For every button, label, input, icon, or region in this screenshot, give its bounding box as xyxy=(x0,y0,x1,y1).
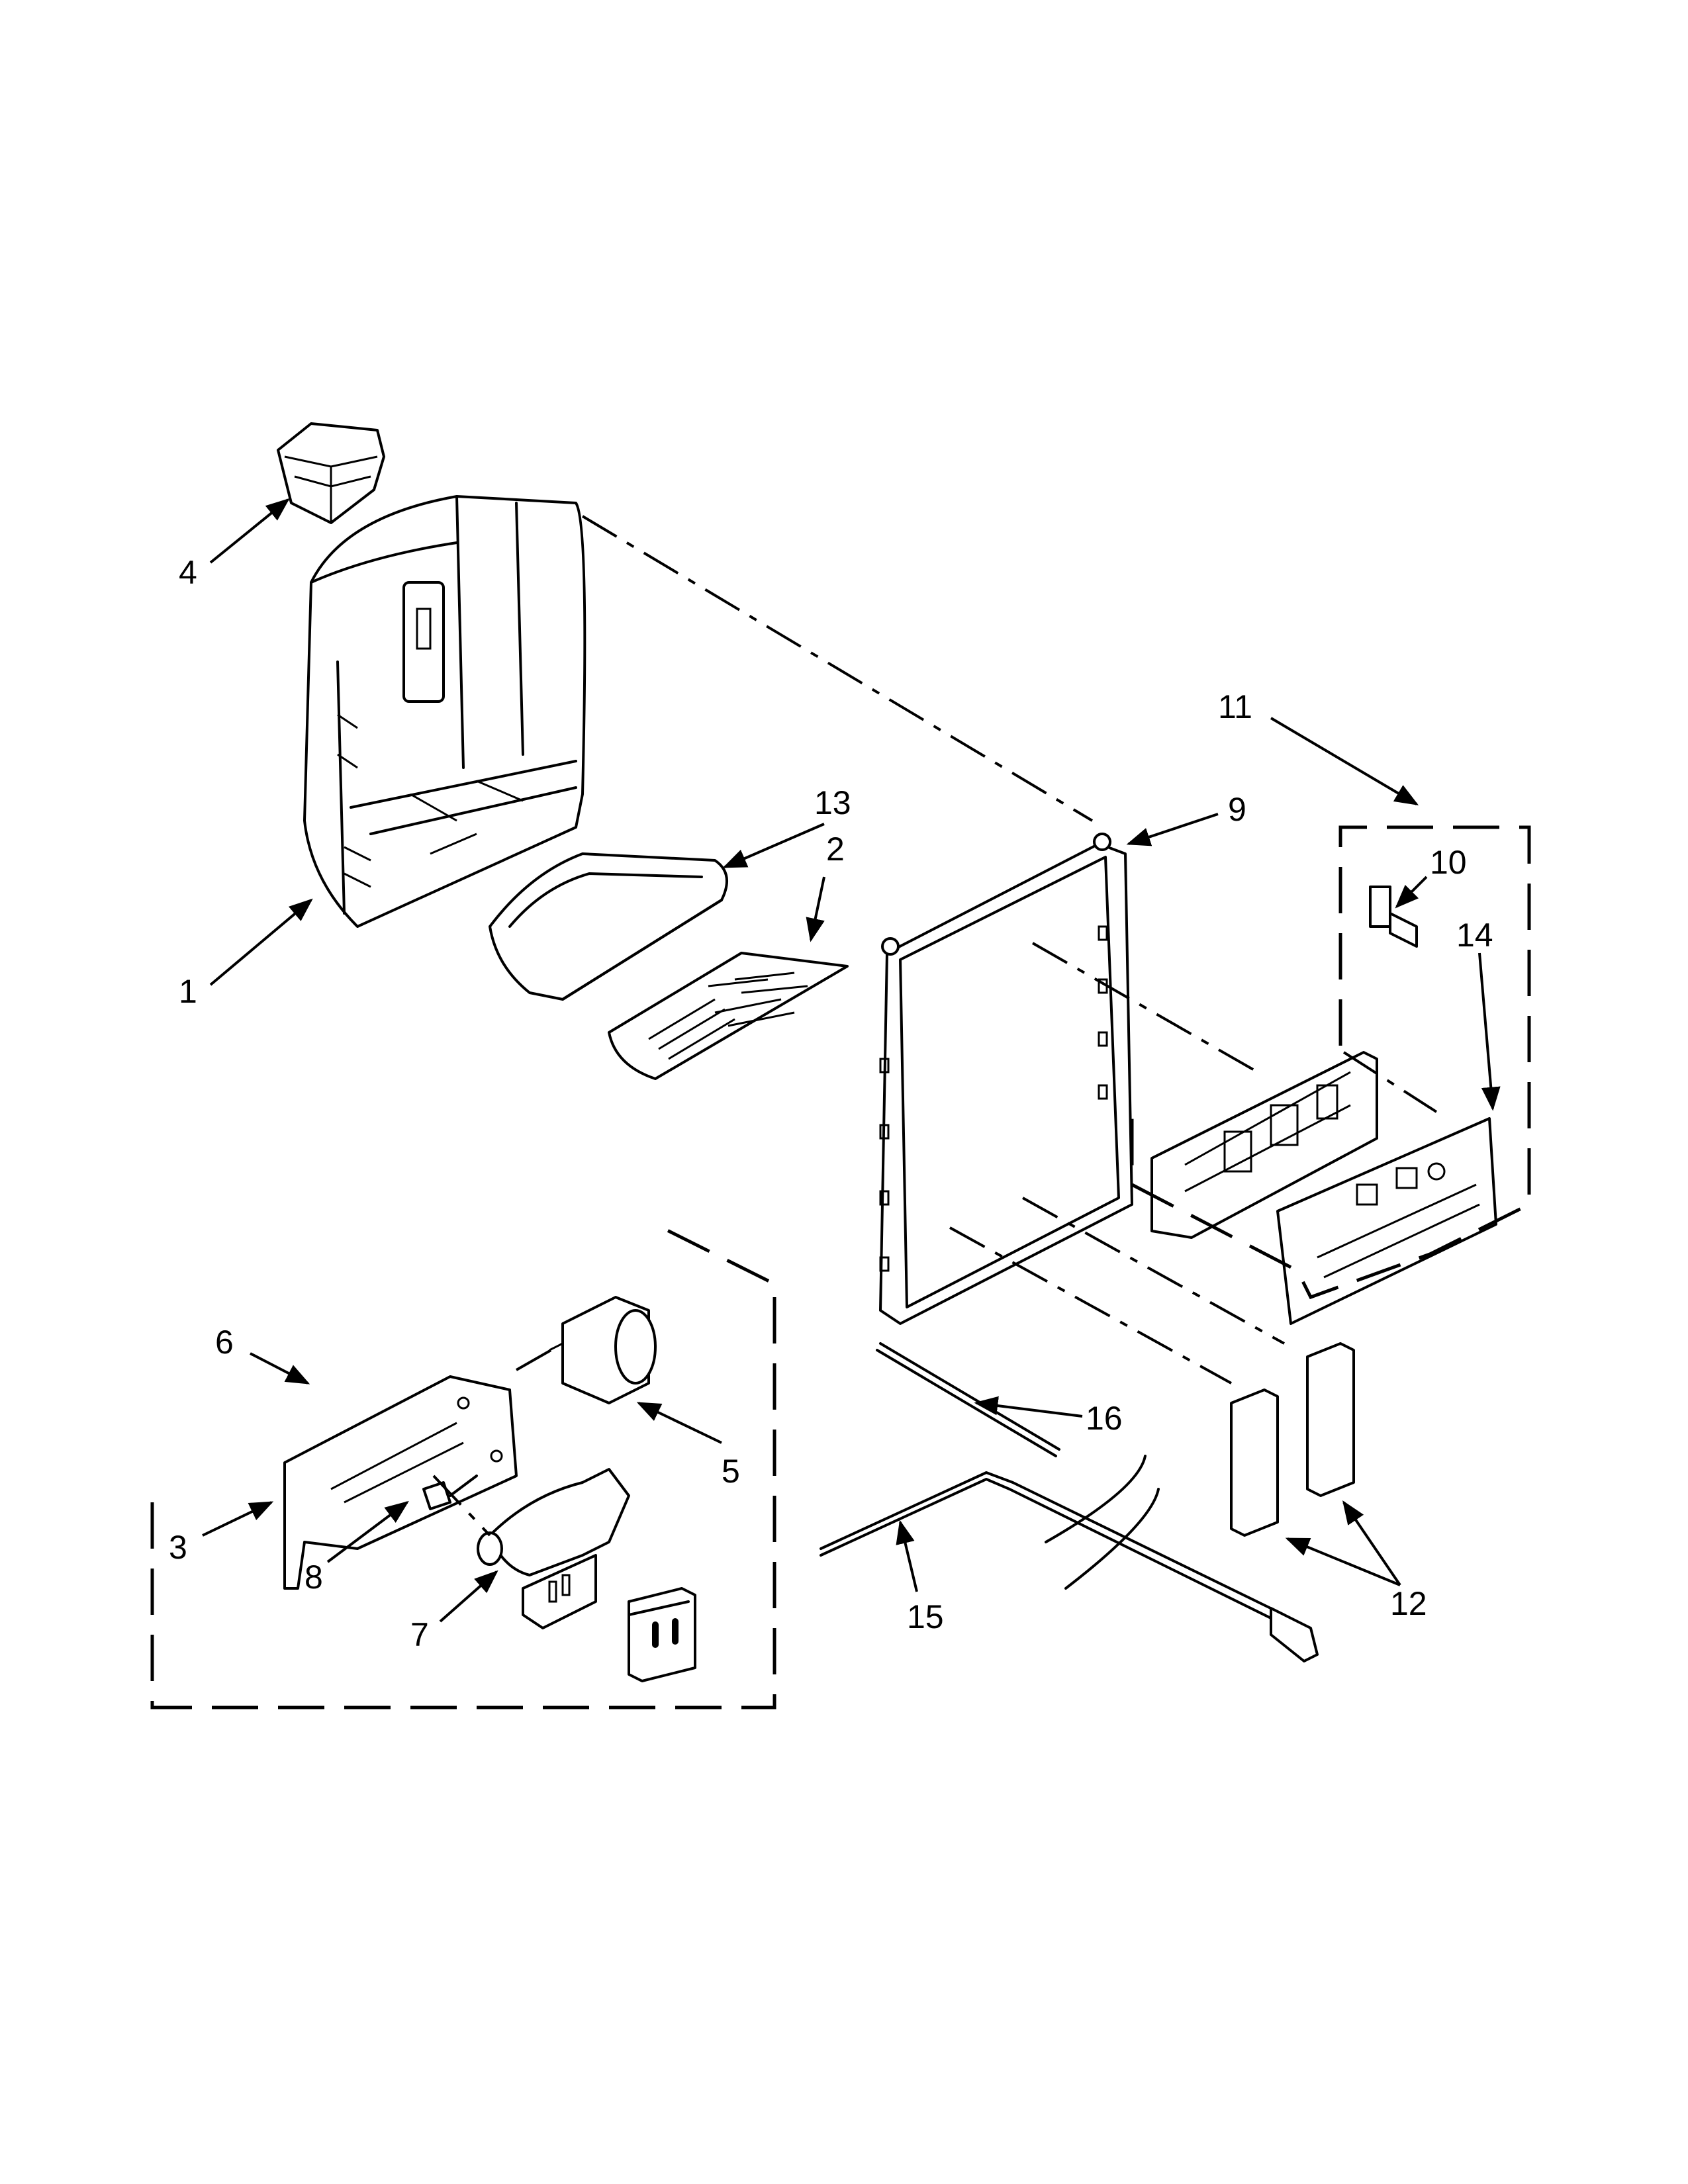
callout-10: 10 xyxy=(1430,844,1467,881)
part-8-screw xyxy=(422,1475,478,1510)
part-2-grille xyxy=(608,952,849,1080)
part-15-rod xyxy=(820,1455,1319,1662)
group-11-boundary xyxy=(1130,825,1531,1300)
part-3-plate xyxy=(283,1375,518,1590)
part-10-connector xyxy=(1369,886,1418,948)
group-6-boundary xyxy=(150,1222,776,1709)
callout-12: 12 xyxy=(1390,1585,1427,1622)
callout-16: 16 xyxy=(1086,1400,1123,1437)
callout-13: 13 xyxy=(814,784,851,821)
callout-6: 6 xyxy=(215,1324,234,1361)
callout-5: 5 xyxy=(722,1453,740,1490)
part-12-buttons xyxy=(1230,1342,1355,1537)
part-14-control-housing xyxy=(1150,1051,1497,1325)
part-5-motor xyxy=(549,1296,657,1404)
callout-leaders xyxy=(202,498,1501,1623)
callout-7: 7 xyxy=(410,1616,429,1653)
part-16-rod xyxy=(876,1342,1060,1457)
callout-labels: 1 2 3 4 5 6 7 8 9 10 11 12 13 14 15 16 xyxy=(169,554,1493,1653)
callout-2: 2 xyxy=(826,831,845,868)
part-1-housing xyxy=(303,495,586,928)
callout-4: 4 xyxy=(179,554,197,591)
callout-11: 11 xyxy=(1218,688,1252,725)
part-7-actuator xyxy=(477,1468,630,1629)
callout-8: 8 xyxy=(305,1559,323,1596)
part-4-cap xyxy=(277,422,385,524)
callout-3: 3 xyxy=(169,1529,187,1566)
callout-9: 9 xyxy=(1228,791,1246,828)
callout-15: 15 xyxy=(907,1598,944,1635)
callout-1: 1 xyxy=(179,973,197,1010)
alignment-lines xyxy=(432,515,1438,1537)
switch-block xyxy=(628,1587,696,1682)
callout-14: 14 xyxy=(1456,917,1493,954)
part-9-frame xyxy=(879,833,1133,1325)
part-13-tray xyxy=(489,852,728,1001)
